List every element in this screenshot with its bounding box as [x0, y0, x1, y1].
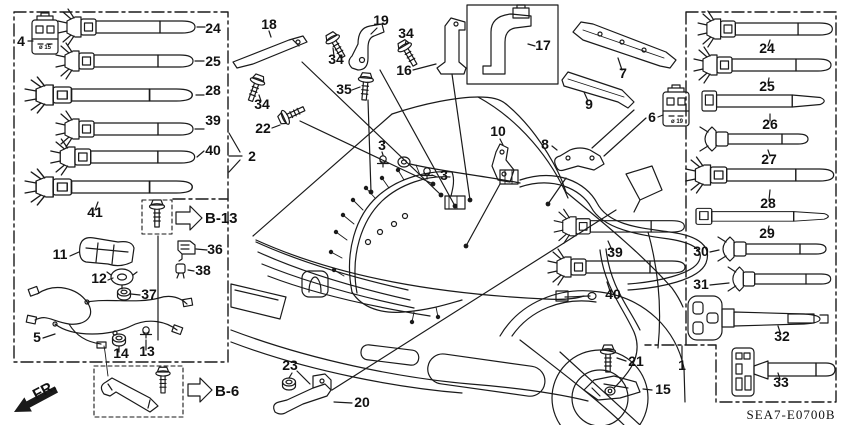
callout-part-11[interactable]: 11 — [53, 246, 68, 262]
callout-tie-40-left[interactable]: 40 — [205, 142, 221, 158]
callout-tie-33[interactable]: 33 — [773, 374, 789, 390]
part17-box — [466, 4, 559, 85]
cable-tie-28-left — [24, 76, 193, 114]
callout-bolt-34-b[interactable]: 34 — [328, 51, 344, 67]
fr-direction-arrow-icon — [14, 386, 59, 412]
right-parts-group-box — [644, 11, 837, 403]
b13-arrow-icon — [175, 205, 203, 231]
callout-part-16[interactable]: 16 — [396, 62, 412, 78]
cable-tie-28-right — [685, 156, 835, 194]
callout-tie-39-left[interactable]: 39 — [205, 112, 221, 128]
wire-to-b6 — [103, 345, 109, 377]
bracket-15 — [583, 375, 641, 401]
cable-tie-40-left — [50, 138, 196, 176]
callout-ref-b6: B-6 — [215, 383, 239, 400]
bolt-21-part — [599, 344, 617, 373]
cable-tie-27 — [699, 126, 809, 152]
bracket-10 — [491, 143, 515, 183]
b6-ref-box — [93, 365, 184, 418]
callout-bolt-22[interactable]: 22 — [255, 120, 271, 136]
callout-part-37[interactable]: 37 — [141, 286, 157, 302]
bracket-20 — [273, 373, 332, 415]
callout-part-6[interactable]: 6 — [648, 109, 656, 125]
callout-tie-27[interactable]: 27 — [761, 151, 777, 167]
callout-tie-30[interactable]: 30 — [693, 243, 709, 259]
callout-part-12[interactable]: 12 — [91, 270, 107, 286]
callout-tie-26[interactable]: 26 — [762, 116, 778, 132]
callout-part-36[interactable]: 36 — [207, 241, 223, 257]
bracket-16 — [436, 17, 467, 75]
callout-bolt-34-a[interactable]: 34 — [254, 96, 270, 112]
callout-group-2[interactable]: 2 — [248, 148, 256, 164]
callout-note-conn4: ø 15 — [39, 45, 52, 51]
clip-13 — [139, 326, 153, 339]
callout-part-17[interactable]: 17 — [535, 37, 551, 53]
callout-bolt-35[interactable]: 35 — [336, 81, 352, 97]
callout-tie-24-right[interactable]: 24 — [759, 40, 775, 56]
cable-tie-31 — [727, 266, 832, 292]
rail-9 — [561, 71, 635, 109]
bracket-18 — [232, 35, 308, 69]
b6-bracket — [100, 366, 171, 413]
bracket-19 — [348, 23, 385, 71]
callout-tie-25-left[interactable]: 25 — [205, 53, 221, 69]
bolt-22-part — [275, 101, 308, 128]
callout-tie-32[interactable]: 32 — [774, 328, 790, 344]
fusebox-cover-11 — [79, 237, 135, 267]
left-parts-group-box — [13, 11, 229, 363]
engine-wire-harness — [328, 155, 709, 396]
nut-23 — [281, 377, 297, 391]
callout-part-13[interactable]: 13 — [139, 343, 155, 359]
cable-tie-25-left — [55, 42, 194, 80]
callout-tie-29[interactable]: 29 — [759, 225, 775, 241]
clip-38 — [175, 263, 186, 279]
callout-tie-31[interactable]: 31 — [693, 276, 709, 292]
bolt-35-part — [356, 71, 375, 102]
b13-bolt — [148, 199, 166, 228]
cable-tie-32 — [687, 295, 829, 341]
callout-part-4[interactable]: 4 — [17, 33, 25, 49]
callout-bolt-21[interactable]: 21 — [628, 353, 644, 369]
callout-part-8[interactable]: 8 — [541, 136, 549, 152]
callout-diagram-code: SEA7-E0700B — [747, 407, 836, 422]
callout-part-19[interactable]: 19 — [373, 12, 389, 28]
callout-clip-3-b[interactable]: 3 — [440, 167, 448, 183]
callout-part-20[interactable]: 20 — [354, 394, 370, 410]
rail-7 — [572, 21, 677, 69]
callout-tie-28-left[interactable]: 28 — [205, 82, 221, 98]
callout-bolt-34-c[interactable]: 34 — [398, 25, 414, 41]
callout-part-14[interactable]: 14 — [113, 345, 129, 361]
callout-part-23[interactable]: 23 — [282, 357, 298, 373]
callout-part-5[interactable]: 5 — [33, 329, 41, 345]
b6-arrow-icon — [187, 377, 213, 403]
cable-tie-39-left — [55, 110, 194, 148]
clip-36 — [177, 240, 196, 262]
callout-part-15[interactable]: 15 — [655, 381, 671, 397]
callout-note-conn6: ø 19 — [671, 119, 684, 125]
bracket-17 — [482, 4, 532, 75]
callout-tie-25-right[interactable]: 25 — [759, 78, 775, 94]
leader-lines — [27, 26, 781, 404]
cable-tie-24-left — [57, 8, 196, 46]
cable-tie-26 — [701, 90, 825, 112]
nut-37 — [116, 287, 132, 301]
cable-tie-33 — [731, 347, 836, 397]
callout-part-18[interactable]: 18 — [261, 16, 277, 32]
callout-ref-b13: B-13 — [205, 210, 238, 227]
callout-tie-40-mid[interactable]: 40 — [605, 286, 621, 302]
callout-part-7[interactable]: 7 — [619, 65, 627, 81]
callout-part-10[interactable]: 10 — [490, 123, 506, 139]
callout-group-1[interactable]: 1 — [678, 357, 686, 373]
bracket-8 — [554, 147, 605, 172]
callout-part-9[interactable]: 9 — [585, 96, 593, 112]
callout-clip-3-a[interactable]: 3 — [378, 137, 386, 153]
callout-tie-24-left[interactable]: 24 — [205, 20, 221, 36]
callout-part-38[interactable]: 38 — [195, 262, 211, 278]
sub-harness-5 — [25, 285, 194, 349]
callout-tie-41[interactable]: 41 — [87, 204, 103, 220]
callout-tie-39-mid[interactable]: 39 — [607, 244, 623, 260]
callout-tie-28-right[interactable]: 28 — [760, 195, 776, 211]
